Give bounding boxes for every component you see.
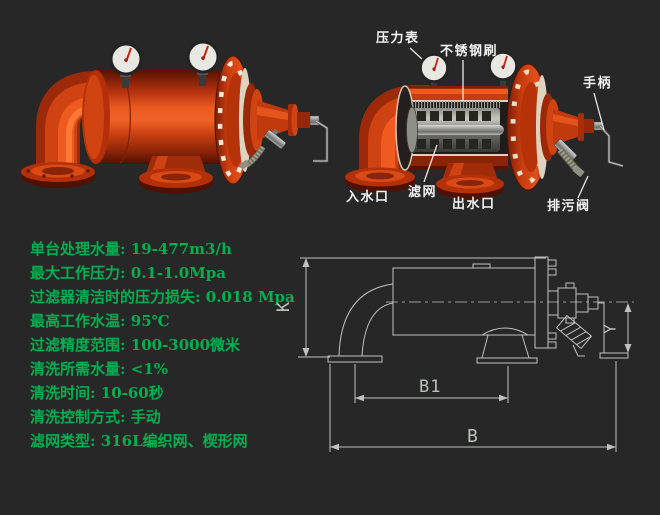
spec-line: 清洗控制方式: 手动 <box>30 408 161 426</box>
outlet-flange <box>436 163 504 199</box>
spec-line: 单台处理水量: 19-477m3/h <box>30 240 232 258</box>
spec-list: 单台处理水量: 19-477m3/h 最大工作压力: 0.1-1.0Mpa 过滤… <box>30 237 295 453</box>
callout-outlet: 出水口 <box>452 196 496 211</box>
callout-leader-lines <box>409 47 605 199</box>
pressure-gauge-icon <box>488 51 518 87</box>
drain-valve-icon <box>264 128 286 149</box>
callout-handle: 手柄 <box>583 75 613 90</box>
inlet-flange <box>21 162 95 188</box>
spec-line: 最大工作压力: 0.1-1.0Mpa <box>30 264 226 282</box>
callout-inlet: 入水口 <box>346 189 390 204</box>
spec-line: 过滤精度范围: 100-3000微米 <box>30 336 241 354</box>
product-photo <box>21 40 329 194</box>
spec-line: 最高工作水温: 95℃ <box>30 312 170 330</box>
crank-handle-icon <box>599 125 624 168</box>
callout-pressure-gauge: 压力表 <box>376 30 420 45</box>
spec-line: 清洗时间: 10-60秒 <box>30 384 164 402</box>
dimension-label-y: Y <box>601 324 620 334</box>
dimension-label-b: B <box>467 426 478 447</box>
callout-drain-valve: 排污阀 <box>547 198 591 213</box>
product-cutaway <box>345 51 624 199</box>
outlet-flange <box>139 156 213 194</box>
pressure-gauge-icon <box>109 42 143 88</box>
spec-line: 滤网类型: 316L编织网、楔形网 <box>30 432 248 450</box>
technical-drawing <box>298 256 634 452</box>
dimension-label-k: K <box>274 301 295 313</box>
callout-screen: 滤网 <box>408 184 438 199</box>
spec-line: 清洗所需水量: <1% <box>30 360 169 378</box>
callout-stainless-brush: 不锈钢刷 <box>440 43 499 58</box>
spec-line: 过滤器清洁时的压力损失: 0.018 Mpa <box>30 288 295 306</box>
dimension-label-b1: B1 <box>419 377 442 397</box>
brush-screen-cartridge <box>406 101 504 154</box>
pressure-gauge-icon <box>419 53 449 89</box>
inlet-flange <box>345 167 415 193</box>
pressure-gauge-icon <box>186 40 220 86</box>
